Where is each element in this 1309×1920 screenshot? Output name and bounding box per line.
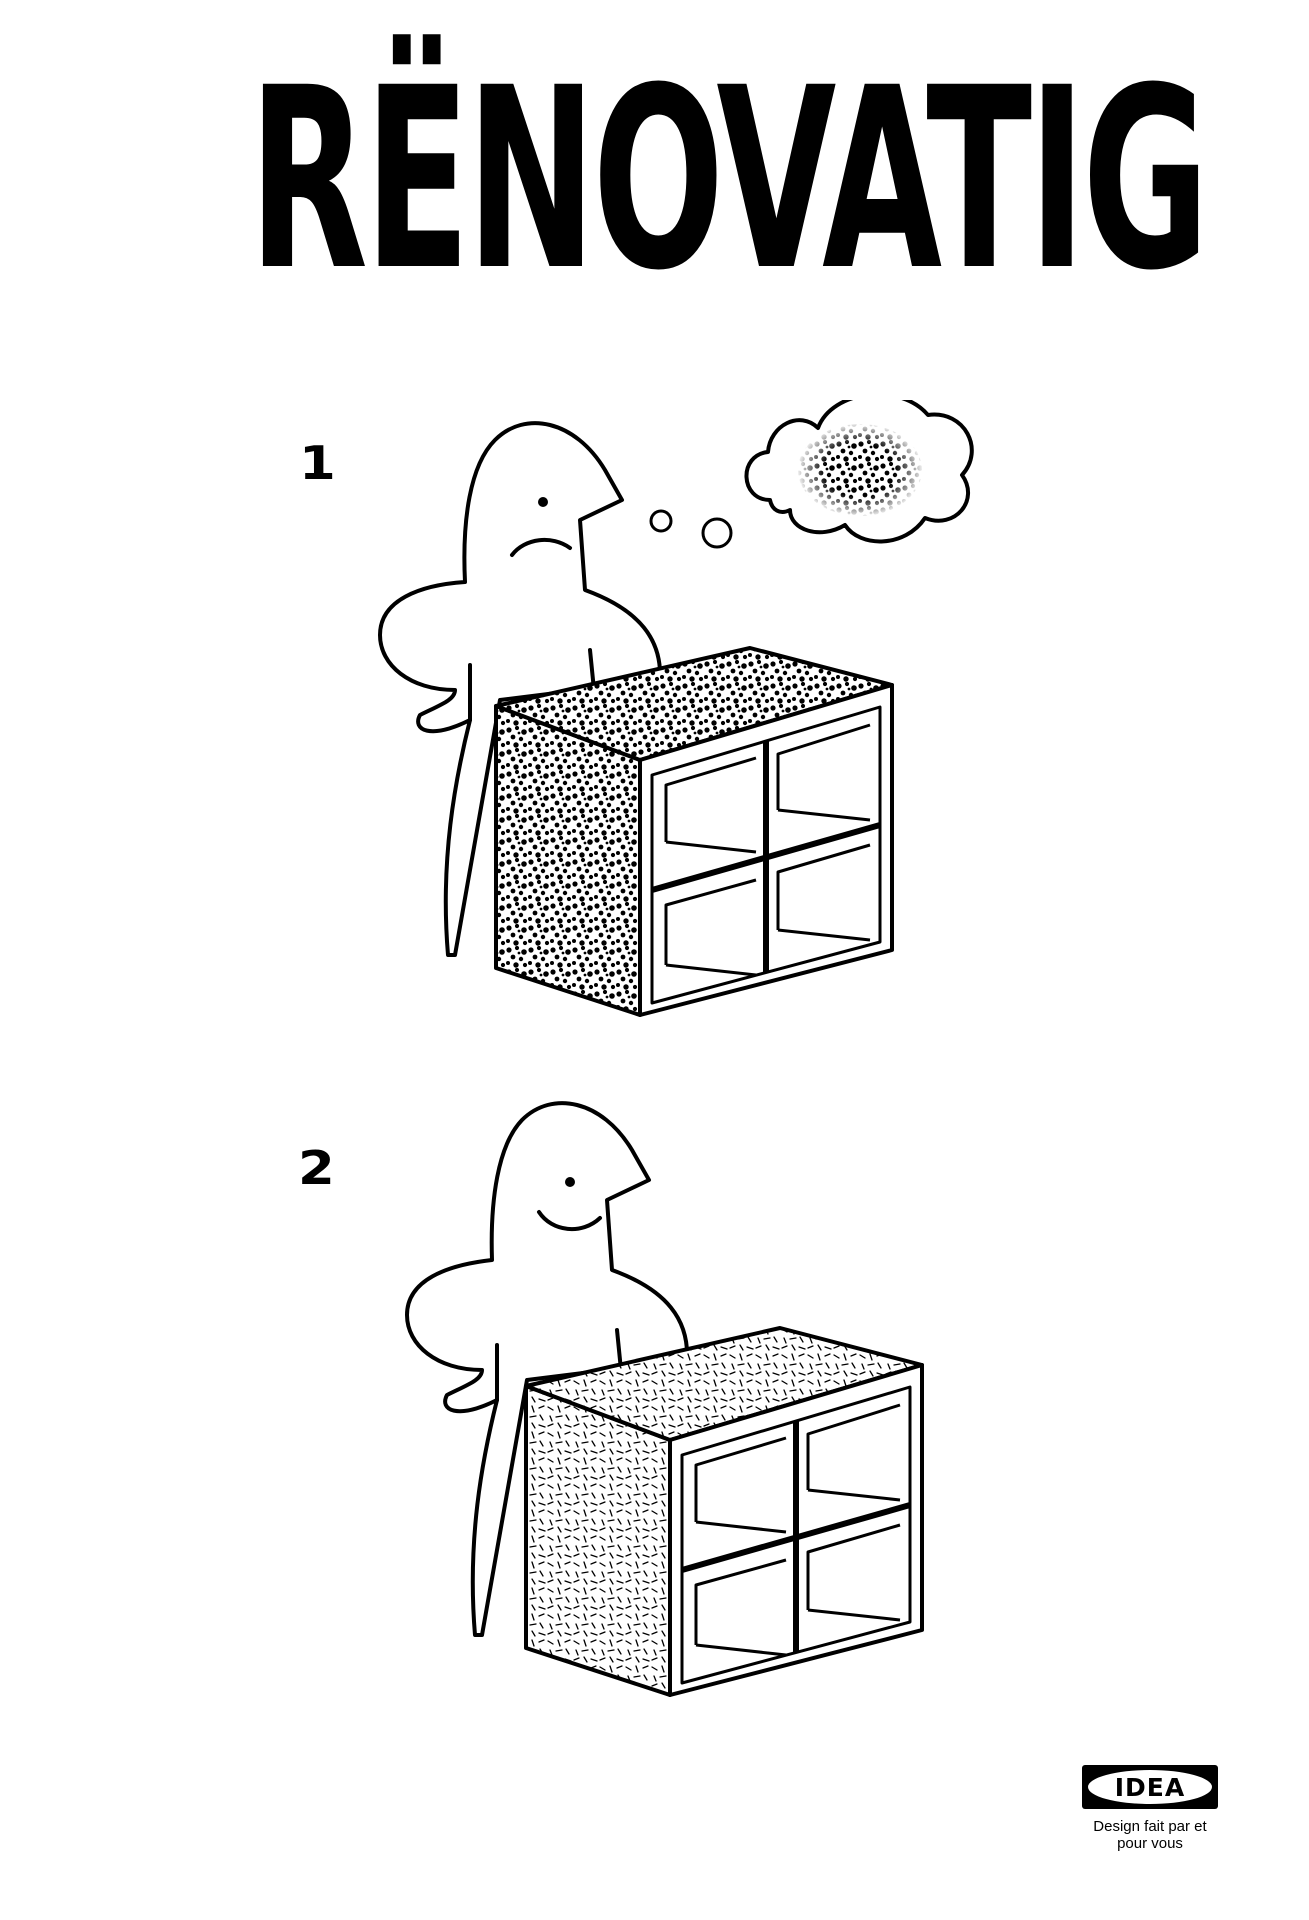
- thought-bubble-small: [649, 509, 673, 533]
- logo-tagline-line-1: Design fait par et: [1093, 1818, 1207, 1835]
- shelf-unit-dark: [494, 646, 894, 1017]
- idea-logo-text: IDEA: [1088, 1770, 1212, 1804]
- step-number-2: 2: [298, 1141, 335, 1195]
- happy-mouth: [537, 1210, 602, 1232]
- idea-logo: IDEA: [1082, 1765, 1218, 1809]
- logo-tagline: Design fait par et pour vous: [1072, 1818, 1228, 1852]
- page-title: RËNOVATIG: [248, 34, 1210, 325]
- shelf-unit-light: [524, 1326, 924, 1697]
- person-eye: [538, 497, 548, 507]
- logo-tagline-line-2: pour vous: [1117, 1835, 1183, 1852]
- step-number-1: 1: [299, 436, 336, 490]
- sad-mouth: [510, 537, 572, 557]
- step-1-illustration: [378, 400, 974, 1017]
- step-2-illustration: [405, 1101, 924, 1697]
- thought-bubble-medium: [701, 517, 733, 549]
- person-eye: [565, 1177, 575, 1187]
